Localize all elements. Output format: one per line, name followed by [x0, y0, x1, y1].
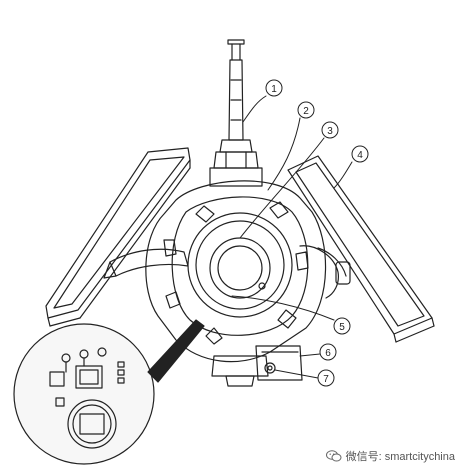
- callout-2: 2: [303, 106, 309, 117]
- callout-circles: [265, 79, 369, 387]
- wechat-icon: [325, 450, 342, 462]
- callout-5: 5: [339, 322, 345, 333]
- housing: [103, 180, 351, 387]
- callout-4: 4: [357, 150, 363, 161]
- left-solar-panel: [45, 147, 191, 327]
- watermark-text: 微信号: smartcitychina: [345, 451, 455, 463]
- callout-7: 7: [323, 374, 329, 385]
- callout-labels: 1 2 3 4 5 6 7: [271, 84, 363, 385]
- callout-3: 3: [327, 126, 333, 137]
- zoom-inset: [13, 319, 205, 465]
- callout-1: 1: [271, 84, 277, 95]
- right-solar-panel: [287, 155, 435, 343]
- antenna: [209, 39, 263, 187]
- watermark: 微信号: smartcitychina: [325, 448, 455, 464]
- leader-lines: [231, 95, 353, 379]
- callout-6: 6: [325, 348, 331, 359]
